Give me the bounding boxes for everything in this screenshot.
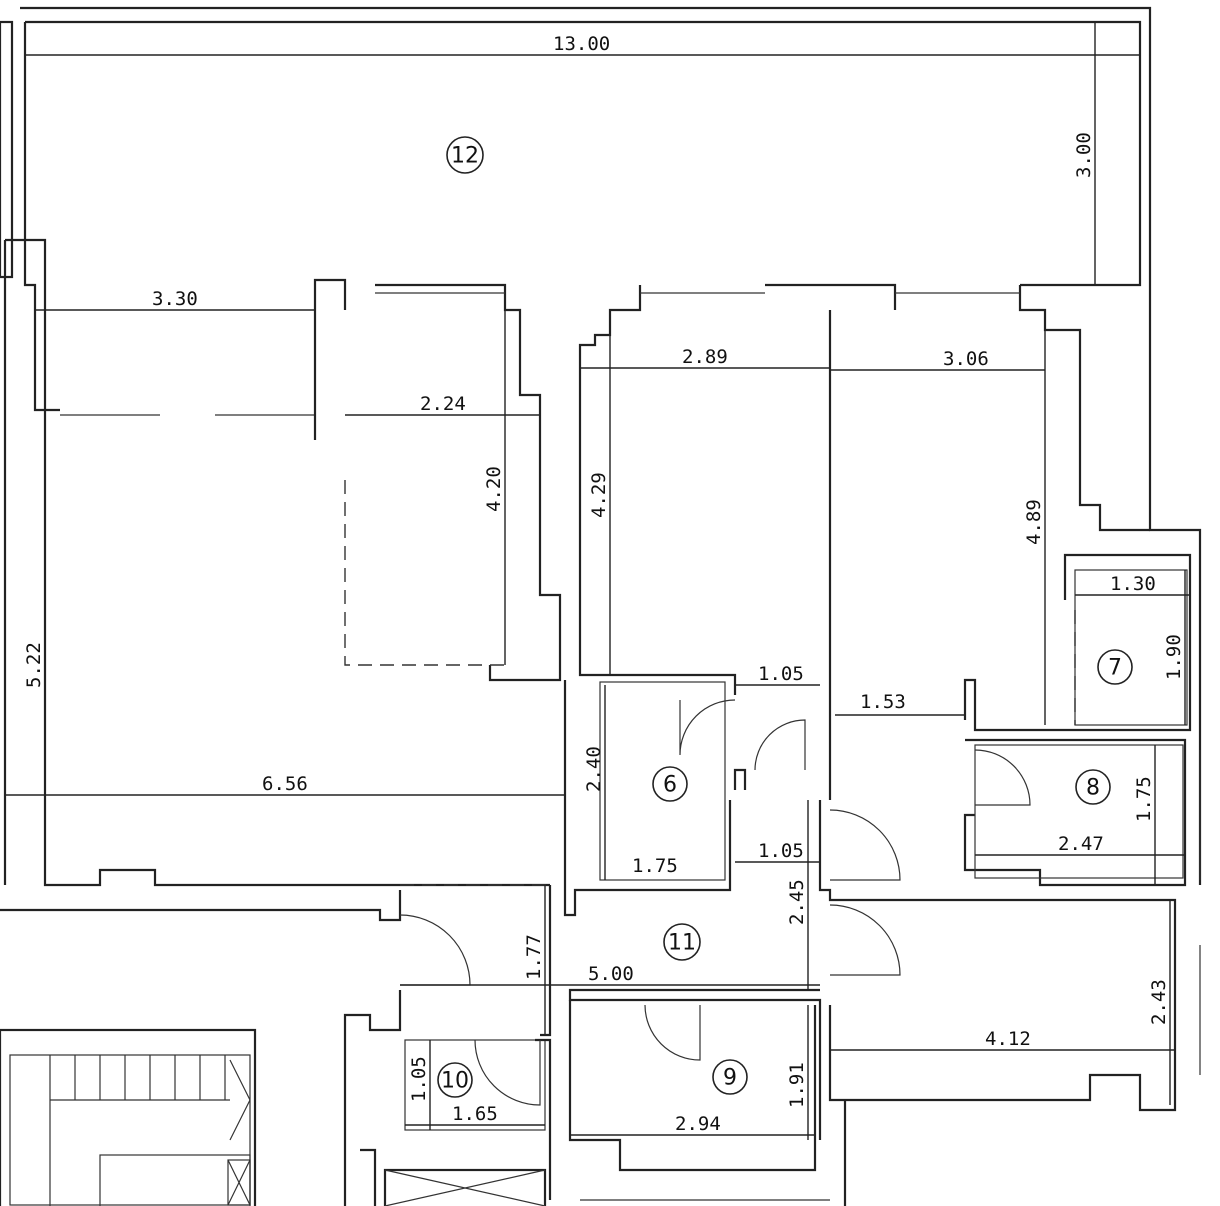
dim-bed3-depth: 2.43 xyxy=(1148,979,1170,1025)
walls xyxy=(0,6,1202,1206)
dim-r6-depth: 2.40 xyxy=(583,746,605,792)
dim-kitchen-depth: 4.20 xyxy=(483,466,505,512)
room-markers: 12 7 6 8 11 10 9 xyxy=(437,136,1133,1098)
dim-r9-depth: 1.91 xyxy=(786,1062,808,1108)
dim-r8-depth: 1.75 xyxy=(1133,776,1155,822)
dim-corridor-top: 1.05 xyxy=(758,663,804,685)
dim-balcony-depth: 3.00 xyxy=(1073,132,1095,178)
room-10-label: 10 xyxy=(441,1069,469,1094)
dim-r8-width: 2.47 xyxy=(1058,833,1104,855)
dimension-lines xyxy=(5,22,1190,1140)
dim-living-depth: 5.22 xyxy=(23,642,45,688)
stairs xyxy=(0,1028,257,1206)
room-6-label: 6 xyxy=(663,773,677,798)
dim-corridor-mid: 1.05 xyxy=(758,840,804,862)
dim-r6-width: 1.75 xyxy=(632,855,678,877)
dim-terrace-width: 3.30 xyxy=(152,288,198,310)
dim-kitchen-width: 2.24 xyxy=(420,393,466,415)
room-9-circle xyxy=(712,1059,748,1095)
dim-r11-entry: 1.77 xyxy=(523,934,545,980)
dim-r7-width: 1.30 xyxy=(1110,573,1156,595)
dim-r10-depth: 1.05 xyxy=(408,1056,430,1102)
dim-living-width: 6.56 xyxy=(262,773,308,795)
room-8-circle xyxy=(1075,769,1111,805)
dim-r11-width: 5.00 xyxy=(588,963,634,985)
dim-hall-width: 1.53 xyxy=(860,691,906,713)
room-11-label: 11 xyxy=(668,931,696,956)
dim-r10-width: 1.65 xyxy=(452,1103,498,1125)
room-12-label: 12 xyxy=(451,144,479,169)
room-7-label: 7 xyxy=(1108,656,1122,681)
dimension-labels: 13.00 3.00 3.30 2.24 4.20 2.89 4.29 3.06… xyxy=(23,33,1185,1135)
doors xyxy=(399,699,1031,1106)
room-9-label: 9 xyxy=(723,1066,737,1091)
room-10-circle xyxy=(437,1062,473,1098)
dim-bed1-width: 2.89 xyxy=(682,346,728,368)
dim-r11-depth: 2.45 xyxy=(786,879,808,925)
room-11-circle xyxy=(663,923,701,961)
room-6-circle xyxy=(652,766,688,802)
dim-r7-depth: 1.90 xyxy=(1163,634,1185,680)
dim-bed2-depth: 4.89 xyxy=(1023,499,1045,545)
room-8-label: 8 xyxy=(1086,776,1100,801)
room-12-circle xyxy=(446,136,484,174)
room-7-circle xyxy=(1097,649,1133,685)
dim-bed2-width: 3.06 xyxy=(943,348,989,370)
dim-r9-width: 2.94 xyxy=(675,1113,721,1135)
dashed-openings xyxy=(344,480,1076,886)
dim-bed3-width: 4.12 xyxy=(985,1028,1031,1050)
dim-bed1-depth: 4.29 xyxy=(588,472,610,518)
dim-balcony-width: 13.00 xyxy=(553,33,610,55)
